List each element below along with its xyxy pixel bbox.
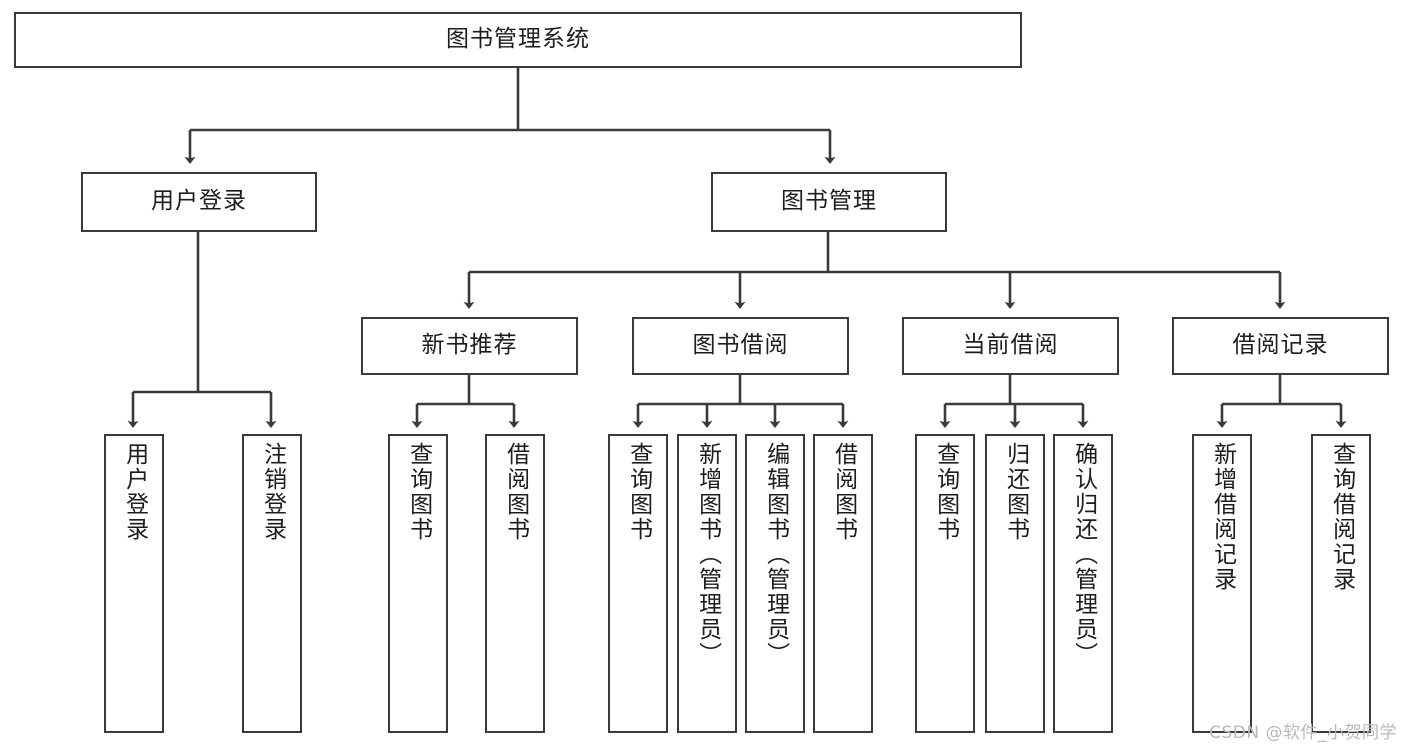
leaf-label: 借阅图书 <box>502 442 529 542</box>
leaf-user-login-2[interactable]: 注销登录 <box>242 434 302 733</box>
leaf-book-borrow-3[interactable]: 编辑图书（管理员） <box>745 434 805 733</box>
node-book-management-label: 图书管理 <box>781 188 877 215</box>
leaf-label: 查询图书 <box>405 442 432 542</box>
leaf-current-borrow-1[interactable]: 查询图书 <box>915 434 975 733</box>
leaf-label: 查询借阅记录 <box>1328 442 1355 592</box>
leaf-new-book-2[interactable]: 借阅图书 <box>485 434 545 733</box>
node-user-login-label: 用户登录 <box>151 188 247 215</box>
leaf-label: 查询图书 <box>625 442 652 542</box>
leaf-new-book-1[interactable]: 查询图书 <box>388 434 448 733</box>
node-root-label: 图书管理系统 <box>446 26 590 53</box>
leaf-label: 用户登录 <box>121 442 148 542</box>
leaf-current-borrow-3[interactable]: 确认归还（管理员） <box>1053 434 1113 733</box>
node-root[interactable]: 图书管理系统 <box>14 12 1022 68</box>
leaf-book-borrow-2[interactable]: 新增图书（管理员） <box>677 434 737 733</box>
node-current-borrow-label: 当前借阅 <box>962 332 1059 359</box>
node-new-book-recommend[interactable]: 新书推荐 <box>361 317 578 375</box>
leaf-label: 查询图书 <box>932 442 959 542</box>
leaf-book-borrow-1[interactable]: 查询图书 <box>608 434 668 733</box>
leaf-label: 新增借阅记录 <box>1209 442 1236 592</box>
leaf-label: 新增图书（管理员） <box>694 442 721 667</box>
node-user-login[interactable]: 用户登录 <box>81 172 317 232</box>
watermark: CSDN @软件_小贺同学 <box>1209 723 1397 743</box>
leaf-label: 注销登录 <box>259 442 286 542</box>
leaf-label: 归还图书 <box>1002 442 1029 542</box>
leaf-book-borrow-4[interactable]: 借阅图书 <box>813 434 873 733</box>
node-book-management[interactable]: 图书管理 <box>711 172 947 232</box>
node-book-borrow[interactable]: 图书借阅 <box>632 317 849 375</box>
leaf-label: 借阅图书 <box>830 442 857 542</box>
leaf-current-borrow-2[interactable]: 归还图书 <box>985 434 1045 733</box>
leaf-label: 确认归还（管理员） <box>1070 442 1097 667</box>
node-new-book-recommend-label: 新书推荐 <box>421 332 518 359</box>
leaf-borrow-record-1[interactable]: 新增借阅记录 <box>1192 434 1252 733</box>
leaf-label: 编辑图书（管理员） <box>762 442 789 667</box>
node-borrow-record[interactable]: 借阅记录 <box>1172 317 1389 375</box>
node-current-borrow[interactable]: 当前借阅 <box>902 317 1119 375</box>
node-borrow-record-label: 借阅记录 <box>1232 332 1329 359</box>
node-book-borrow-label: 图书借阅 <box>692 332 789 359</box>
leaf-borrow-record-2[interactable]: 查询借阅记录 <box>1311 434 1371 733</box>
leaf-user-login-1[interactable]: 用户登录 <box>104 434 164 733</box>
